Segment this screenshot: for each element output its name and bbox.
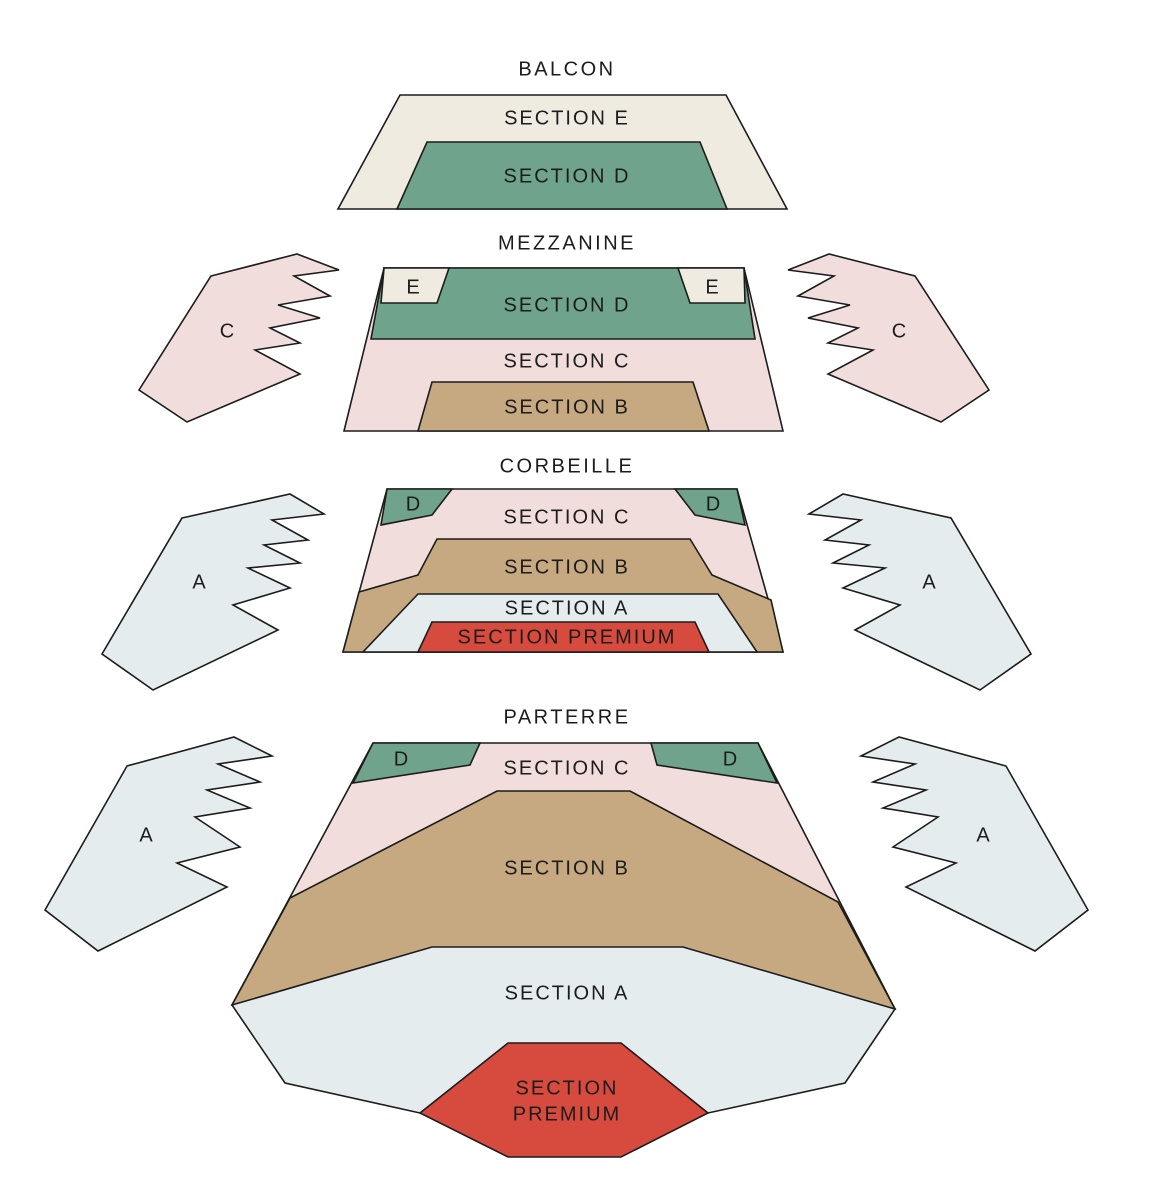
parterre-section-d-right[interactable] (649, 742, 779, 785)
mezzanine-section-e-left[interactable] (380, 267, 451, 304)
corbeille-section-a-label: SECTION A (505, 597, 630, 619)
balcon-level: BALCON SECTION E SECTION D (336, 58, 789, 210)
corbeille-section-d-left[interactable] (380, 488, 454, 527)
mezzanine-e-right-label: E (705, 276, 720, 298)
parterre-section-premium[interactable] (418, 1042, 710, 1158)
balcon-section-e-label: SECTION E (504, 107, 630, 129)
corbeille-section-d-right[interactable] (673, 488, 747, 527)
corbeille-section-c-label: SECTION C (504, 506, 631, 528)
corbeille-wing-right-label: A (922, 571, 937, 593)
mezzanine-e-left-label: E (406, 276, 421, 298)
mezzanine-title: MEZZANINE (498, 232, 636, 254)
parterre-premium-label-line1: SECTION (516, 1077, 619, 1099)
parterre-premium-label-line2: PREMIUM (513, 1103, 621, 1125)
parterre-d-right-label: D (723, 748, 739, 770)
mezzanine-section-b-label: SECTION B (504, 396, 630, 418)
mezzanine-section-d-label: SECTION D (504, 294, 631, 316)
parterre-section-c-label: SECTION C (504, 757, 631, 779)
corbeille-wing-left-a[interactable] (100, 493, 327, 691)
mezzanine-section-d[interactable] (370, 267, 756, 340)
balcon-section-d-label: SECTION D (504, 165, 631, 187)
corbeille-section-b-label: SECTION B (504, 556, 630, 578)
balcon-title: BALCON (518, 58, 615, 80)
corbeille-section-premium-label: SECTION PREMIUM (458, 626, 677, 648)
mezzanine-wing-right-c[interactable] (787, 253, 991, 423)
parterre-section-a[interactable] (230, 946, 897, 1114)
mezzanine-section-c-label: SECTION C (504, 350, 631, 372)
parterre-d-left-label: D (394, 748, 410, 770)
mezzanine-level: MEZZANINE C C E E SECTION D SECTION C SE… (137, 232, 991, 432)
parterre-wing-left-label: A (139, 824, 154, 846)
corbeille-wing-right-a[interactable] (806, 493, 1033, 691)
parterre-wing-right-a[interactable] (858, 736, 1090, 952)
parterre-title: PARTERRE (503, 706, 630, 728)
corbeille-title: CORBEILLE (500, 455, 635, 477)
parterre-level: PARTERRE A A D D SECTION C SECTION B SEC… (43, 706, 1090, 1158)
parterre-section-d-left[interactable] (351, 742, 482, 785)
parterre-wing-right-label: A (976, 824, 991, 846)
corbeille-d-left-label: D (406, 493, 422, 515)
mezzanine-wing-left-label: C (220, 320, 236, 342)
parterre-wing-left-a[interactable] (43, 736, 275, 952)
balcon-section-d[interactable] (395, 141, 729, 210)
corbeille-d-right-label: D (706, 493, 722, 515)
mezzanine-wing-right-label: C (892, 320, 908, 342)
parterre-section-a-label: SECTION A (505, 982, 630, 1004)
mezzanine-section-e-right[interactable] (676, 267, 746, 304)
corbeille-wing-left-label: A (192, 571, 207, 593)
parterre-section-b-label: SECTION B (504, 857, 630, 879)
corbeille-level: CORBEILLE A A D D SECTION C SECTION B SE… (100, 455, 1033, 691)
mezzanine-wing-left-c[interactable] (137, 253, 340, 423)
mezzanine-section-b[interactable] (416, 381, 711, 432)
corbeille-section-premium[interactable] (416, 621, 711, 653)
